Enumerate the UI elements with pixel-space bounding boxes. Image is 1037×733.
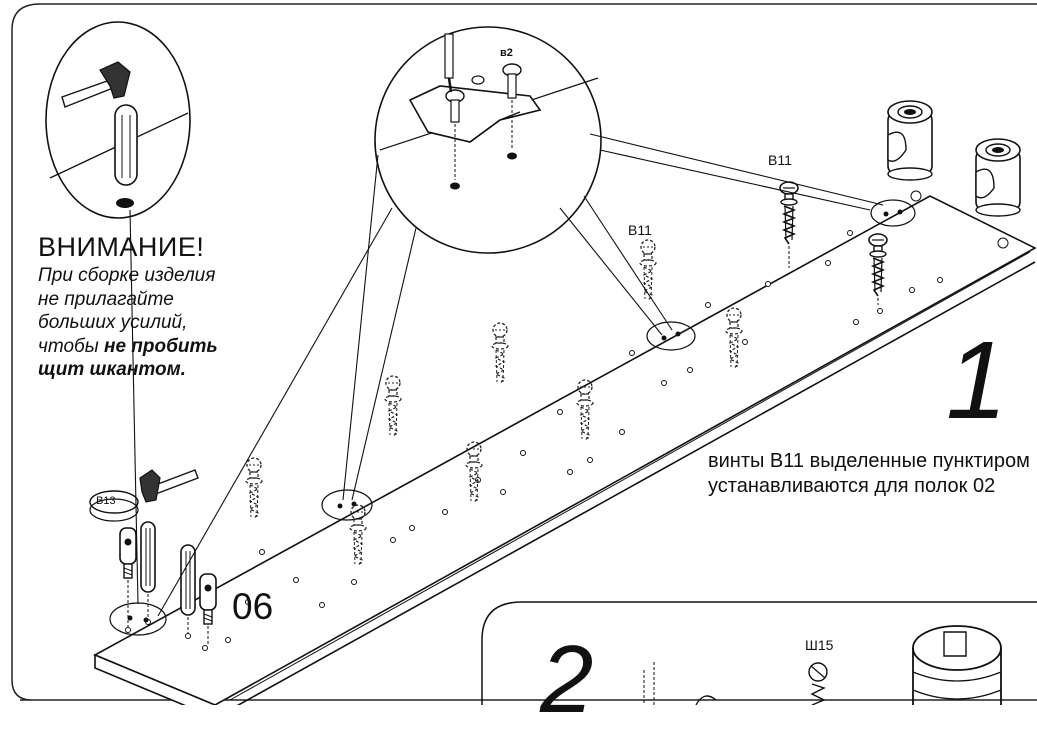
screwdriver-icon [444,33,454,93]
screw-b11-label-2: B11 [628,222,652,238]
cam-housing-1 [887,100,933,181]
panel-label: 06 [232,586,274,627]
warning-body: При сборке изделия не прилагайте больших… [38,264,218,382]
step-number-1: 1 [946,319,1008,442]
screw-b2-label: в2 [500,47,513,59]
installation-note: винты B11 выделенные пунктиром устанавли… [708,450,1030,497]
left-end-fittings [119,521,217,646]
cam-housing-2 [975,138,1021,217]
warning-line-4: чтобы не пробить [38,335,218,359]
warning-line-4-plain: чтобы [38,335,104,357]
dowel-inset [45,21,191,219]
callout-lines [129,133,884,617]
step-number-2: 2 [540,626,594,733]
step2-parts [643,625,1002,705]
hinge-inset [374,26,602,254]
warning-line-3: больших усилий, [38,312,188,333]
page-frame [11,3,1037,701]
dowel-b13-label: B13 [96,495,116,507]
screw-b11-label-1: B11 [768,152,792,168]
hammer-icon [139,469,199,503]
warning-line-5: щит шкантом. [38,358,218,382]
assembly-diagram [11,3,1037,705]
step2-box [481,601,1037,705]
warning-line-1: При сборке изделия [38,265,216,286]
hole-callout-ellipses [109,199,916,636]
panel-06 [93,195,1037,705]
warning-line-4-bold: не пробить [103,335,218,357]
solid-screws [779,181,888,305]
warning-line-5-bold: щит шкантом. [38,359,186,380]
screw-sh15-label: Ш15 [805,637,834,653]
warning-line-2: не прилагайте [38,288,174,310]
b13-tag [89,490,139,522]
warning-title: ВНИМАНИЕ! [38,232,205,262]
